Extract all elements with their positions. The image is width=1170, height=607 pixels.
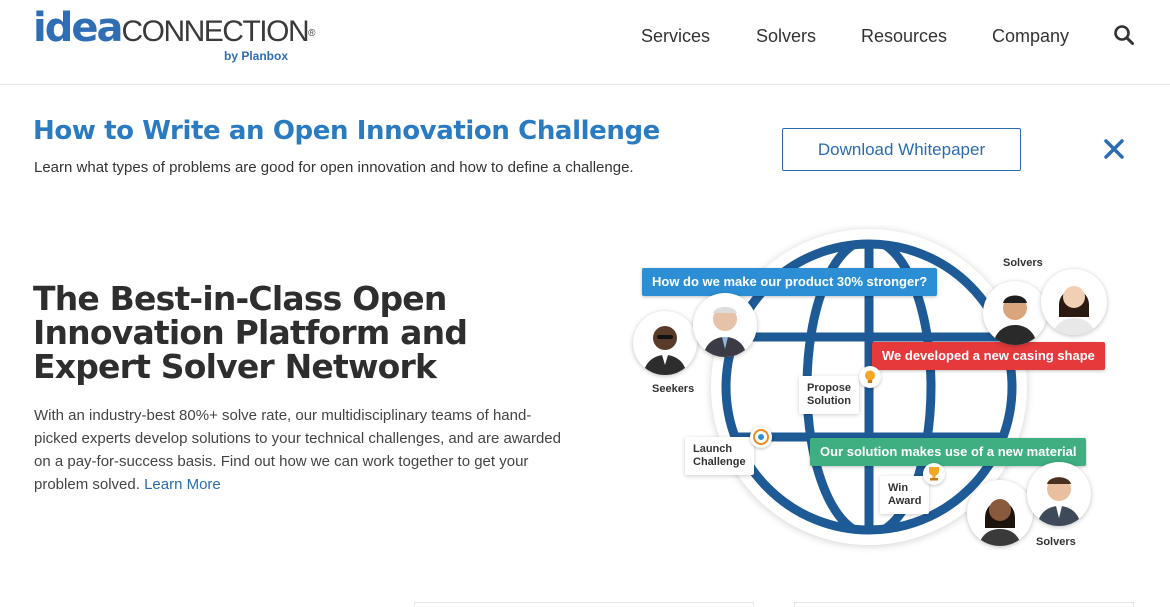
- step-label: Propose: [807, 382, 852, 394]
- solution-tag: Our solution makes use of a new material: [810, 438, 1087, 466]
- trophy-icon: [923, 463, 945, 485]
- hero-title-line: Innovation Platform and: [33, 313, 468, 352]
- seekers-caption: Seekers: [652, 383, 695, 395]
- solver-avatar: [983, 281, 1047, 345]
- feature-card: [794, 602, 1134, 607]
- solver-avatar: [1027, 462, 1091, 526]
- step-label: Win: [888, 482, 909, 494]
- hero-title: The Best-in-Class Open Innovation Platfo…: [33, 282, 533, 384]
- seeker-avatar: [693, 293, 757, 357]
- logo-idea-text: idea: [33, 5, 123, 51]
- download-whitepaper-button[interactable]: Download Whitepaper: [782, 128, 1021, 171]
- logo-registered-mark: ®: [308, 28, 315, 39]
- logo-connection-text: CONNECTION: [121, 15, 309, 48]
- nav-item-solvers[interactable]: Solvers: [756, 26, 817, 46]
- nav-item-services[interactable]: Services: [641, 26, 711, 46]
- promo-title[interactable]: How to Write an Open Innovation Challeng…: [33, 116, 660, 146]
- platform-illustration: How do we make our product 30% stronger?…: [625, 225, 1125, 565]
- solver-avatar: [1041, 269, 1107, 335]
- step-label: Challenge: [693, 456, 746, 468]
- nav-item-resources[interactable]: Resources: [861, 26, 948, 46]
- hero-description: With an industry-best 80%+ solve rate, o…: [34, 404, 564, 496]
- site-header: ideaCONNECTION® by Planbox Services Solv…: [0, 0, 1170, 85]
- solvers-caption-bottom: Solvers: [1036, 536, 1076, 548]
- learn-more-link[interactable]: Learn More: [144, 476, 221, 493]
- hero-title-line: The Best-in-Class Open: [33, 279, 447, 318]
- nav-item-company[interactable]: Company: [992, 26, 1070, 46]
- promo-subtitle: Learn what types of problems are good fo…: [34, 159, 634, 176]
- developed-tag: We developed a new casing shape: [872, 342, 1105, 370]
- logo-by-planbox: by Planbox: [224, 49, 289, 63]
- question-tag: How do we make our product 30% stronger?: [642, 268, 938, 296]
- seeker-avatar: [633, 311, 697, 375]
- ideaconnection-logo[interactable]: ideaCONNECTION® by Planbox: [33, 5, 316, 68]
- feature-card: [414, 602, 754, 607]
- search-button[interactable]: [1113, 24, 1135, 46]
- close-icon: [1104, 139, 1124, 159]
- step-propose-solution: Propose Solution: [799, 376, 860, 414]
- lightbulb-icon: [859, 366, 881, 388]
- step-label: Launch: [693, 443, 733, 455]
- hero-body-text: With an industry-best 80%+ solve rate, o…: [34, 407, 561, 493]
- solver-avatar: [967, 480, 1033, 546]
- hero-title-line: Expert Solver Network: [33, 347, 437, 386]
- step-label: Solution: [807, 395, 851, 407]
- solvers-caption-top: Solvers: [1003, 257, 1043, 269]
- step-win-award: Win Award: [880, 476, 930, 514]
- target-icon: [750, 426, 772, 448]
- step-launch-challenge: Launch Challenge: [685, 437, 754, 475]
- step-label: Award: [888, 495, 922, 507]
- close-promo-button[interactable]: [1103, 138, 1125, 160]
- search-icon: [1114, 25, 1134, 45]
